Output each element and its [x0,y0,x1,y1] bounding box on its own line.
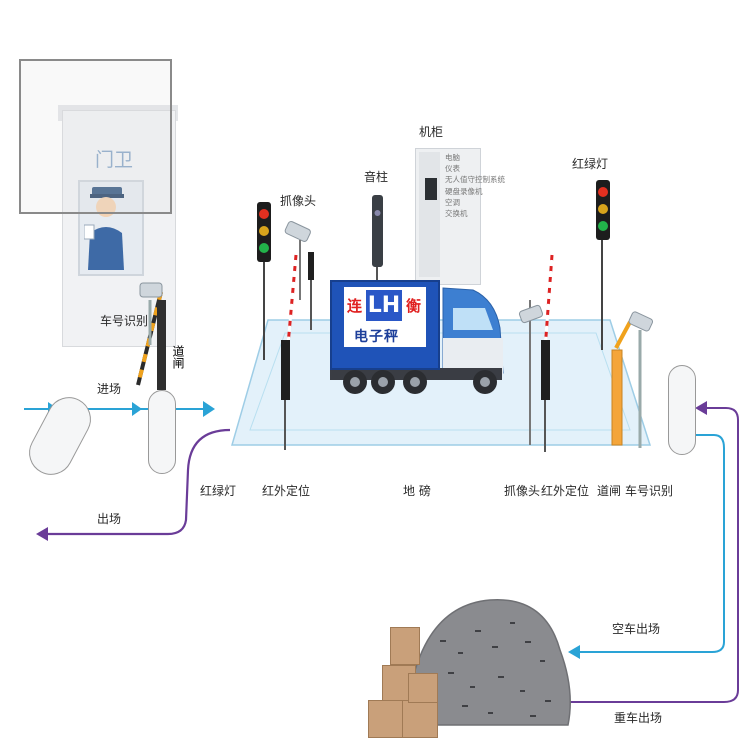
infrared-post-left [281,340,290,400]
brand-char-left: 连 [347,297,363,315]
empty-exit-arrow [568,645,580,659]
left-gate-post [157,300,166,390]
label-exit: 出场 [97,512,122,526]
label-cabinet: 机柜 [419,125,444,139]
loaded-exit-arrow [695,401,707,415]
exit-arrow [36,527,48,541]
ground-sensor-right [668,365,696,455]
cabinet-door [419,152,440,277]
right-gate-post [611,349,623,446]
brand-char-right: 衡 [406,297,422,315]
cabinet-screen [425,178,437,200]
label-gate-left: 道闸 [171,345,185,369]
material-pile [411,599,571,726]
guard-booth-label: 门卫 [95,149,134,171]
label-gate-right: 道闸 [597,484,622,498]
label-plate-recognition-right: 车号识别 [625,484,674,498]
brand-logo: LH [366,290,402,321]
entry-arrow-2 [132,402,142,416]
cabinet-item: 电脑 [445,153,460,162]
cabinet-item: 硬盘录像机 [445,186,483,196]
material-speckles [440,622,551,717]
exit-flow-line [48,428,231,536]
label-infrared-left: 红外定位 [262,484,311,498]
guard-figure [84,187,124,270]
label-speaker: 音柱 [364,170,389,184]
cabinet-item: 交换机 [445,209,468,219]
loaded-exit-flow-line [570,407,739,703]
label-plate-recognition-left: 车号识别 [100,314,149,328]
entry-arrow-3 [203,401,215,417]
speaker-column [372,195,383,267]
cabinet-item: 空调 [445,197,460,207]
brand-subtitle: 电子秤 [354,329,399,345]
right-plate-camera [628,311,654,332]
infrared-post-right [541,340,550,400]
label-camera-bottom: 抓像头 [504,484,541,498]
ground-sensor-gate [148,390,176,474]
cabinet-item-list: 电脑 仪表 无人值守控制系统 硬盘录像机 空调 交换机 [445,152,505,219]
label-loaded-exit: 重车出场 [614,711,663,725]
empty-exit-flow-line [575,434,725,653]
truck [330,287,504,394]
label-traffic-light-bottom: 红绿灯 [200,484,237,498]
right-gate-arm [614,321,632,349]
bottom-camera [518,304,544,324]
barrier-arm-right [543,254,554,351]
label-enter: 进场 [97,382,122,396]
label-camera-top: 抓像头 [280,194,317,208]
cabinet-item: 仪表 [445,164,460,174]
traffic-light-left [257,202,271,262]
selection-box [19,59,172,214]
left-plate-camera [139,282,163,298]
top-camera [284,220,311,242]
label-scale: 地 磅 [403,484,431,498]
label-empty-exit: 空车出场 [612,622,661,636]
barrier-arm-left [286,254,298,346]
label-infrared-right: 红外定位 [541,484,590,498]
cargo-boxes [368,625,440,740]
label-traffic-light-top-right: 红绿灯 [572,157,609,171]
traffic-light-right [596,180,610,240]
cabinet-item: 无人值守控制系统 [445,175,505,185]
